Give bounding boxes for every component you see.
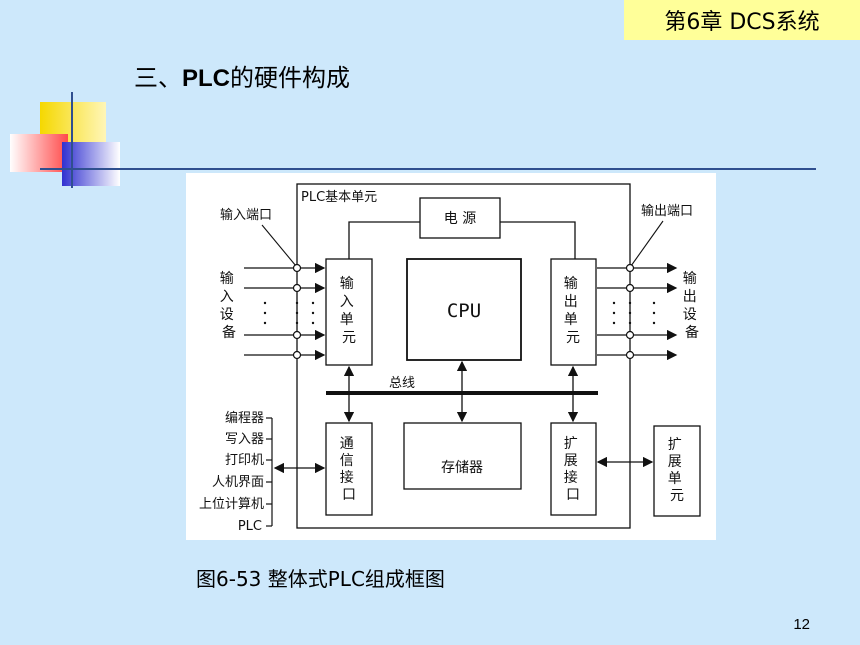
page-number: 12 <box>793 616 810 633</box>
output-port-label: 输出端口 <box>641 203 693 219</box>
output-ellipsis-dots <box>612 301 656 325</box>
heading-prefix: 三、 <box>134 64 182 92</box>
input-signal-lines <box>244 262 326 361</box>
expansion-interface-char: 展 <box>564 453 578 469</box>
peripheral-item: 打印机 <box>225 453 264 468</box>
output-unit-char: 元 <box>566 330 580 346</box>
input-unit-char: 输 <box>340 276 354 292</box>
input-device-label: 输 入 设 备 <box>220 271 238 341</box>
expansion-interface-char: 接 <box>564 469 578 486</box>
output-device-char: 设 <box>683 307 697 323</box>
output-port-terminals <box>625 263 635 360</box>
power-line-left <box>348 221 420 259</box>
power-box <box>419 197 501 239</box>
diagram-svg: PLC基本单元 电 源 输 入 单 元 CPU 输 出 单 元 输入端口 输出端… <box>199 183 701 534</box>
cpu-label: CPU <box>447 300 481 322</box>
peripheral-item: 写入器 <box>225 432 264 447</box>
output-device-label: 输 出 设 备 <box>683 271 701 341</box>
heading-plc: PLC <box>182 65 230 92</box>
expansion-interface-char: 扩 <box>564 436 578 452</box>
output-unit-char: 单 <box>564 312 578 328</box>
output-signal-lines <box>597 262 678 361</box>
peripheral-item: PLC <box>238 519 262 534</box>
peripheral-item: 人机界面 <box>212 475 264 490</box>
plc-block-diagram: PLC基本单元 电 源 输 入 单 元 CPU 输 出 单 元 输入端口 输出端… <box>186 173 716 540</box>
comm-interface-char: 通 <box>340 436 354 452</box>
expansion-interface-box <box>550 422 597 516</box>
input-device-char: 入 <box>220 289 234 305</box>
output-port-pointer <box>630 220 664 267</box>
chapter-tag: 第6章 DCS系统 <box>624 0 860 40</box>
comm-interface-label: 通 信 接 口 <box>340 436 358 503</box>
deco-vertical-line <box>71 92 73 188</box>
power-label: 电 源 <box>444 211 476 227</box>
power-line-right <box>500 221 576 259</box>
header-divider <box>40 168 816 170</box>
input-device-char: 输 <box>220 271 234 287</box>
input-device-char: 备 <box>222 324 236 341</box>
input-port-terminals <box>292 263 302 360</box>
comm-interface-char: 信 <box>340 453 354 469</box>
memory-box <box>403 422 522 490</box>
peripheral-item: 上位计算机 <box>199 497 264 512</box>
cpu-box <box>406 258 522 361</box>
input-unit-box <box>325 258 373 366</box>
bus-connections <box>343 360 579 423</box>
input-ellipsis-dots <box>263 301 315 325</box>
input-device-char: 设 <box>220 307 234 323</box>
peripheral-bracket <box>266 417 273 527</box>
slide-heading: 三、PLC的硬件构成 <box>134 58 350 93</box>
expansion-unit-char: 扩 <box>668 437 682 453</box>
peripherals-list: 编程器 写入器 打印机 人机界面 上位计算机 PLC <box>199 411 264 534</box>
output-device-char: 输 <box>683 271 697 287</box>
expansion-interface-char: 口 <box>566 487 580 503</box>
bus-label: 总线 <box>389 376 415 391</box>
deco-square-red <box>10 134 68 172</box>
expansion-unit-box <box>653 425 701 517</box>
outer-frame-label: PLC基本单元 <box>301 190 377 205</box>
output-device-char: 备 <box>685 324 699 341</box>
expansion-unit-label: 扩 展 单 元 <box>668 437 686 504</box>
comm-interface-box <box>325 422 373 516</box>
memory-label: 存储器 <box>441 460 483 476</box>
input-unit-char: 元 <box>342 330 356 346</box>
heading-suffix: 的硬件构成 <box>230 64 350 92</box>
output-unit-box <box>550 258 597 366</box>
input-port-label: 输入端口 <box>220 207 272 223</box>
comm-interface-char: 口 <box>342 487 356 503</box>
expansion-unit-char: 展 <box>668 454 682 470</box>
expansion-interface-label: 扩 展 接 口 <box>564 436 582 503</box>
expansion-unit-char: 元 <box>670 488 684 504</box>
input-unit-char: 入 <box>340 294 354 310</box>
input-port-pointer <box>261 224 297 267</box>
output-device-char: 出 <box>683 289 697 305</box>
output-unit-label: 输 出 单 元 <box>564 276 582 346</box>
input-unit-char: 单 <box>340 312 354 328</box>
comm-interface-char: 接 <box>340 469 354 486</box>
figure-caption: 图6-53 整体式PLC组成框图 <box>196 567 445 591</box>
output-unit-char: 出 <box>564 294 578 310</box>
expansion-unit-char: 单 <box>668 471 682 487</box>
output-unit-char: 输 <box>564 276 578 292</box>
input-unit-label: 输 入 单 元 <box>340 276 358 346</box>
peripheral-item: 编程器 <box>225 411 264 426</box>
